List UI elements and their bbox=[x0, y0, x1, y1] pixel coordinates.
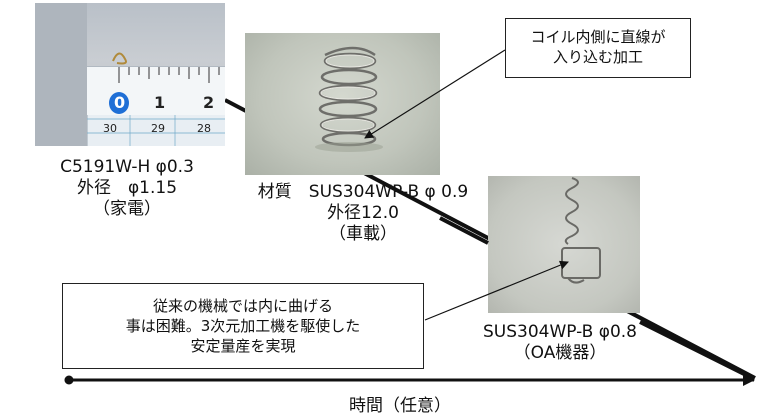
callout-3d-machine: 従来の機械では内に曲げる 事は困難。3次元加工機を駆使した 安定量産を実現 bbox=[62, 283, 424, 369]
caption-office-automation: SUS304WP-B φ0.8 （OA機器） bbox=[480, 322, 640, 364]
caption-line: （家電） bbox=[93, 199, 161, 219]
ruler-number-30: 30 bbox=[103, 122, 117, 135]
callout-coil-inner-straight: コイル内側に直線が 入り込む加工 bbox=[505, 18, 691, 78]
callout-line: 安定量産を実現 bbox=[190, 337, 296, 355]
caption-line: 外径12.0 bbox=[327, 203, 399, 223]
caption-line: C5191W-H φ0.3 bbox=[60, 157, 194, 177]
photo-coil-spring bbox=[245, 33, 440, 175]
trend-line-segment bbox=[439, 216, 489, 245]
ruler-number-0: 0 bbox=[114, 93, 126, 112]
caption-line: （車載） bbox=[329, 224, 397, 244]
caption-home-appliance: C5191W-H φ0.3 外径 φ1.15 （家電） bbox=[52, 157, 202, 220]
callout-line: 事は困難。3次元加工機を駆使した bbox=[125, 317, 361, 335]
ruler-number-29: 29 bbox=[151, 122, 165, 135]
ruler-number-1: 1 bbox=[154, 93, 166, 112]
photo-square-spring bbox=[488, 176, 640, 313]
caption-line: （OA機器） bbox=[513, 343, 607, 363]
callout-line: コイル内側に直線が bbox=[530, 28, 666, 46]
machine-callout-leader bbox=[424, 260, 569, 321]
caption-line: 外径 φ1.15 bbox=[76, 178, 178, 198]
photo-small-spring-ruler: 0 1 2 30 29 28 bbox=[35, 3, 225, 146]
callout-line: 入り込む加工 bbox=[552, 48, 643, 66]
coil-callout-leader bbox=[364, 49, 506, 139]
caption-automotive: 材質 SUS304WP-B φ 0.9 外径12.0 （車載） bbox=[238, 182, 488, 245]
ruler-number-2: 2 bbox=[203, 93, 215, 112]
time-axis-label: 時間（任意） bbox=[349, 396, 451, 416]
trend-line-end bbox=[639, 320, 753, 380]
callout-line: 従来の機械では内に曲げる bbox=[152, 297, 333, 315]
caption-line: SUS304WP-B φ0.8 bbox=[482, 322, 637, 342]
ruler-number-28: 28 bbox=[197, 122, 211, 135]
caption-line: 材質 SUS304WP-B φ 0.9 bbox=[257, 182, 469, 202]
